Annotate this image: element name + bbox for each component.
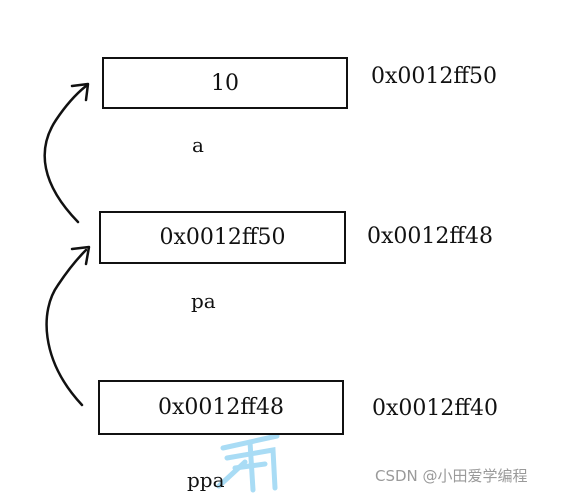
address-pa: 0x0012ff48	[367, 224, 494, 249]
variable-name-pa: pa	[191, 289, 216, 313]
variable-name-ppa: ppa	[187, 468, 225, 492]
watermark-text: CSDN @小田爱学编程	[375, 467, 528, 485]
address-ppa: 0x0012ff40	[372, 396, 499, 421]
arrow-ppa-to-pa	[45, 248, 88, 407]
memory-cell-pa: 0x0012ff50	[99, 211, 346, 264]
variable-name-a: a	[192, 133, 204, 157]
watermark-logo	[216, 433, 280, 493]
cell-ppa-value: 0x0012ff48	[157, 395, 285, 420]
cell-a-value: 10	[211, 70, 239, 96]
address-a: 0x0012ff50	[371, 64, 498, 89]
memory-cell-a: 10	[102, 57, 348, 109]
arrow-pa-to-a	[43, 84, 88, 224]
arrowhead-ppa-to-pa	[70, 245, 91, 266]
memory-cell-ppa: 0x0012ff48	[98, 380, 344, 435]
cell-pa-value: 0x0012ff50	[159, 225, 286, 250]
arrowhead-pa-to-a	[70, 82, 90, 102]
